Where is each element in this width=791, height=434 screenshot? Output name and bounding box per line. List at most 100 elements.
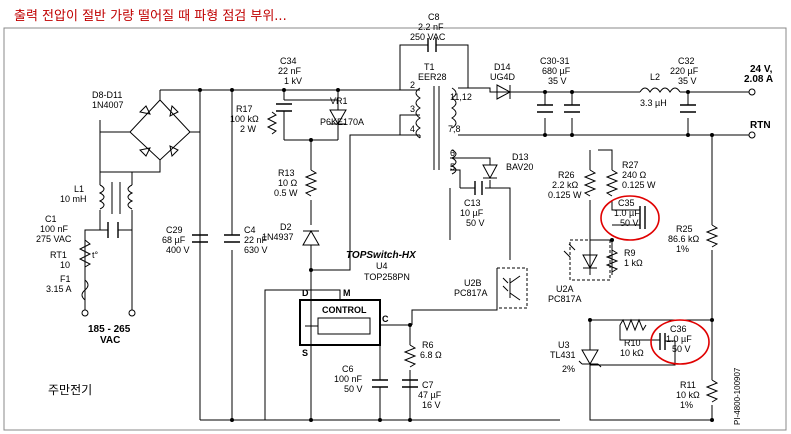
rt1-ref: RT1 [50,250,67,260]
secondary-ground-wire [589,375,712,421]
u2a-value: PC817A [548,294,582,304]
input-voltage-unit: VAC [100,335,120,346]
r11-tolerance: 1% [680,400,693,410]
page-title: 출력 전압이 절반 가량 떨어질 때 파형 점검 부위... [14,9,287,24]
t1-pin-4: 4 [410,124,415,134]
c8-ref: C8 [428,12,440,22]
c6-rating: 50 V [344,384,363,394]
d14-value: UG4D [490,72,516,82]
ic-ref: U4 [376,261,388,271]
secondary-top-wire [458,87,620,93]
c30-31-symbol [537,104,580,113]
c1-ref: C1 [45,214,57,224]
r13-ref: R13 [278,168,295,178]
c34-rating: 1 kV [284,76,302,86]
ic-family: TOPSwitch-HX [346,250,417,261]
c35-symbol [639,206,646,229]
r10-value: 10 kΩ [620,348,644,358]
c36-ref: C36 [670,324,687,334]
c35-rating: 50 V [620,218,639,228]
u2a-led-symbol [563,239,611,281]
r26-value: 2.2 kΩ [552,180,579,190]
r10-symbol [619,318,647,332]
drain-wire [310,134,420,271]
l1-value: 10 mH [60,194,87,204]
r17-rating: 2 W [240,124,257,134]
t1-part: EER28 [418,72,447,82]
watermark-text: 주만전기 [48,383,92,397]
input-voltage-range: 185 - 265 [88,324,131,335]
r6-symbol [403,344,417,368]
c29-value: 68 µF [162,235,186,245]
c8-left-wire [399,44,425,90]
c4-rating: 630 V [244,245,268,255]
c8-value: 2.2 nF [418,22,444,32]
r26-ref: R26 [558,170,575,180]
d14-symbol [496,84,512,100]
r13-value: 10 Ω [278,178,298,188]
r11-value: 10 kΩ [676,390,700,400]
c29-rating: 400 V [166,245,190,255]
d2-ref: D2 [280,222,292,232]
u2b-value: PC817A [454,288,488,298]
t1-pin-6: 6 [450,148,455,158]
output-current: 2.08 A [744,74,773,85]
vr1-value: P6KE170A [320,117,364,127]
l1-left-down-wire [84,210,101,310]
d8-value: 1N4007 [92,100,124,110]
u2b-ref: U2B [464,278,482,288]
d2-symbol [302,229,320,246]
r11-symbol [705,379,719,403]
bridge-right-wire [190,131,201,420]
c8-rating: 250 VAC [410,32,446,42]
r9-symbol [605,249,619,273]
r27-symbol [605,169,619,197]
ic-pin-c: C [382,314,389,324]
rt1-value: 10 [60,260,70,270]
r13-rating: 0.5 W [274,188,298,198]
d2-value: 1N4937 [262,232,294,242]
c35-ref: C35 [618,198,635,208]
output-return: RTN [750,120,771,131]
c6-ref: C6 [342,364,354,374]
c34-value: 22 nF [278,66,302,76]
ac-terminal-right [128,309,136,317]
r9-ref: R9 [624,248,636,258]
d13-symbol [482,164,498,180]
d8-ref: D8-D11 [92,90,122,100]
d14-ref: D14 [494,62,511,72]
r10-ref: R10 [624,338,641,348]
c7-rating: 16 V [422,400,441,410]
f1-symbol [81,279,89,301]
ac-terminal-left [81,309,89,317]
u2a-ref: U2A [556,284,574,294]
c32-rating: 35 V [678,76,697,86]
d13-ref: D13 [512,152,529,162]
c30-31-ref: C30-31 [540,56,570,66]
c1-value: 100 nF [40,224,69,234]
r27-value: 240 Ω [622,170,647,180]
c35-value: 1.0 µF [614,208,640,218]
bias-top-wire [450,157,491,165]
c7-ref: C7 [422,380,434,390]
schematic-frame [3,27,787,431]
common-mode-choke-symbol [98,182,134,214]
t1-ref: T1 [424,62,435,72]
u3-tolerance: 2% [562,364,575,374]
c7-value: 47 µF [418,390,442,400]
c13-wire [460,187,511,260]
component-labels: D8-D11 1N4007 L1 10 mH C1 100 nF 275 VAC… [36,12,773,410]
c13-ref: C13 [464,198,481,208]
bridge-rectifier-symbol [129,99,191,161]
ic-pin-m: M [343,288,351,298]
u3-value: TL431 [550,350,576,360]
r17-symbol [266,111,278,135]
t1-pin-7-8: 7,8 [448,124,461,134]
c34-symbol [276,103,292,112]
l2-value: 3.3 µH [640,98,667,108]
t1-pin-3: 3 [410,104,415,114]
f1-ref: F1 [60,274,71,284]
ic-pin-s: S [302,348,308,358]
output-terminal-24v [748,88,756,96]
c1-symbol [107,222,119,238]
